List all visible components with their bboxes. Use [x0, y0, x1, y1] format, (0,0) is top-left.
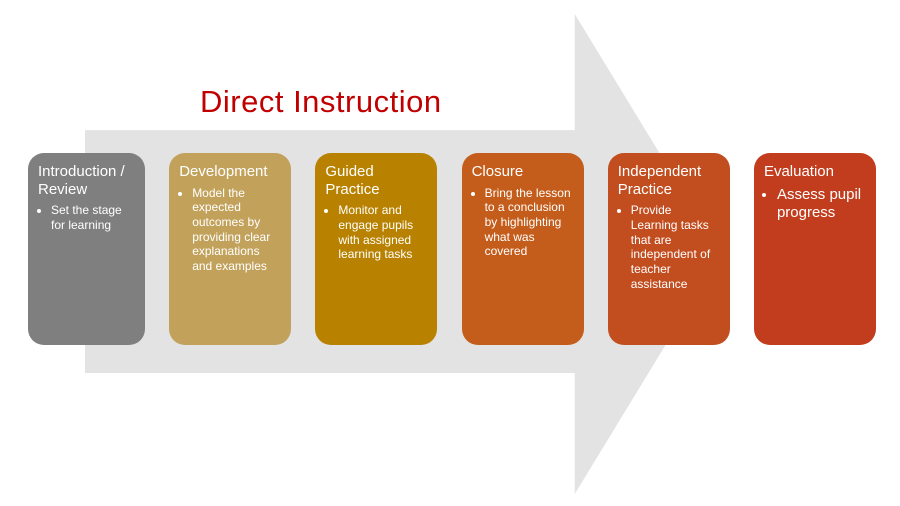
stage-title: Development [179, 163, 268, 180]
stage-bullet-list: Monitor and engage pupils with assigned … [325, 203, 428, 262]
stage-bullet-list: Model the expected outcomes by providing… [179, 186, 282, 274]
stage-box-introduction-review: Introduction / Review Set the stage for … [28, 153, 145, 345]
stage-bullet: Set the stage for learning [51, 203, 136, 232]
diagram-title: Direct Instruction [200, 84, 442, 119]
stage-bullet-list: Assess pupil progress [764, 186, 867, 224]
stage-bullet: Provide Learning tasks that are independ… [631, 203, 721, 291]
stage-bullet: Assess pupil progress [777, 186, 867, 224]
stage-box-independent-practice: Independent Practice Provide Learning ta… [607, 153, 730, 345]
stage-box-development: Development Model the expected outcomes … [169, 153, 292, 345]
stage-bullet-list: Bring the lesson to a conclusion by high… [472, 186, 575, 259]
stage-box-guided-practice: Guided Practice Monitor and engage pupil… [315, 153, 438, 345]
stage-bullet-list: Set the stage for learning [38, 203, 136, 232]
stage-box-evaluation: Evaluation Assess pupil progress [753, 153, 876, 345]
stage-bullet: Model the expected outcomes by providing… [192, 186, 282, 274]
stage-box-closure: Closure Bring the lesson to a conclusion… [461, 153, 584, 345]
stage-title: Guided Practice [325, 163, 380, 198]
stage-bullet-list: Provide Learning tasks that are independ… [618, 203, 721, 291]
stage-title: Evaluation [763, 163, 834, 180]
stage-bullet: Bring the lesson to a conclusion by high… [485, 186, 575, 259]
stage-title: Introduction / Review [38, 163, 125, 198]
stage-title: Independent Practice [617, 163, 702, 198]
stage-title: Closure [471, 163, 524, 180]
stage-bullet: Monitor and engage pupils with assigned … [338, 203, 428, 262]
stage-row: Introduction / Review Set the stage for … [28, 153, 876, 345]
